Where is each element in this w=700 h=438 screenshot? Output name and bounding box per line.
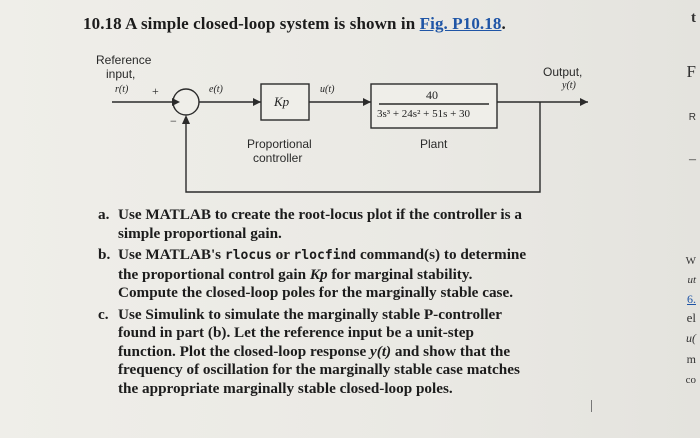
figure-link[interactable]: Fig. P10.18 xyxy=(419,14,502,33)
part-b-line-3: Compute the closed-loop poles for the ma… xyxy=(118,284,513,301)
plant-caption: Plant xyxy=(420,137,448,151)
part-b: b. Use MATLAB's rlocus or rlocfind comma… xyxy=(98,246,578,303)
edge-fragment: R xyxy=(688,112,696,123)
part-a-line-2: simple proportional gain. xyxy=(118,224,282,242)
reference-input-label-1: Reference xyxy=(96,53,152,67)
reference-signal-label: r(t) xyxy=(115,84,129,95)
arrowhead-plant xyxy=(363,98,371,106)
edge-fragment: ut xyxy=(687,274,696,286)
arrowhead-summing xyxy=(172,98,180,106)
minus-sign: − xyxy=(170,114,177,128)
edge-fragment: F xyxy=(686,62,696,81)
feedback-path xyxy=(185,102,541,193)
edge-fragment: t xyxy=(691,10,696,26)
control-signal-label: u(t) xyxy=(320,84,335,95)
reference-input-label-2: input, xyxy=(106,67,136,81)
part-a-line-1: Use MATLAB to create the root-locus plot… xyxy=(118,206,522,223)
arrowhead-output xyxy=(580,98,588,106)
code-rlocfind: rlocfind xyxy=(293,248,357,263)
gain-symbol: Kp xyxy=(309,265,328,283)
output-signal-label: y(t) xyxy=(562,80,576,91)
part-b-text: Use MATLAB's xyxy=(118,246,222,263)
part-a-label: a. xyxy=(98,206,110,223)
right-edge-fragments: t F R – W ut 6. el u( m co xyxy=(678,0,700,438)
part-c-line-4: frequency of oscillation for the margina… xyxy=(118,361,520,378)
plant-block xyxy=(370,83,498,129)
question-parts: a. Use MATLAB to create the root-locus p… xyxy=(98,206,578,401)
edge-fragment: W xyxy=(685,255,696,267)
edge-fragment: m xyxy=(686,352,696,366)
controller-caption-2: controller xyxy=(253,151,303,165)
plant-numerator: 40 xyxy=(426,88,438,102)
part-c-line-1: Use Simulink to simulate the marginally … xyxy=(118,305,503,323)
arrowhead-feedback xyxy=(182,115,190,124)
code-rlocus: rlocus xyxy=(224,248,272,263)
part-c-line-2: found in part (b). Let the reference inp… xyxy=(118,324,474,341)
part-b-text: or xyxy=(275,246,290,263)
part-c-line-3: function. Plot the closed-loop response … xyxy=(118,343,578,362)
edge-fragment: – xyxy=(689,152,696,167)
error-signal-label: e(t) xyxy=(209,84,223,95)
edge-fragment: u( xyxy=(686,331,696,345)
output-label: Output, xyxy=(543,65,583,79)
part-c-text: and show that the xyxy=(394,342,511,360)
problem-statement: A simple closed-loop system is shown in xyxy=(125,14,416,33)
plus-sign: + xyxy=(152,84,159,98)
text-cursor xyxy=(591,400,592,412)
part-c-label: c. xyxy=(98,305,109,323)
part-c-line-5: the appropriate marginally stable closed… xyxy=(118,379,453,397)
part-b-text: for marginal stability. xyxy=(331,265,473,283)
part-b-text: command(s) to determine xyxy=(359,246,527,263)
edge-fragment: co xyxy=(685,374,696,386)
part-c: c. Use Simulink to simulate the marginal… xyxy=(98,306,578,399)
arrowhead-controller xyxy=(253,98,261,106)
part-b-text: the proportional control gain xyxy=(118,265,307,283)
part-c-text: function. Plot the closed-loop response xyxy=(118,342,367,360)
part-b-line-2: the proportional control gain Kp for mar… xyxy=(118,266,578,285)
problem-period: . xyxy=(501,14,506,33)
response-symbol: y(t) xyxy=(370,342,392,360)
part-a: a. Use MATLAB to create the root-locus p… xyxy=(98,206,578,243)
edge-fragment: el xyxy=(686,310,696,325)
problem-number: 10.18 xyxy=(83,14,122,33)
plant-denominator: 3s³ + 24s² + 51s + 30 xyxy=(377,108,471,120)
controller-caption-1: Proportional xyxy=(247,137,312,151)
part-b-line-1: Use MATLAB's rlocus or rlocfind command(… xyxy=(118,246,578,266)
controller-gain-label: Kp xyxy=(274,94,290,109)
part-b-label: b. xyxy=(98,246,111,263)
problem-heading: 10.18 A simple closed-loop system is sho… xyxy=(83,14,506,34)
edge-fragment[interactable]: 6. xyxy=(687,292,696,306)
